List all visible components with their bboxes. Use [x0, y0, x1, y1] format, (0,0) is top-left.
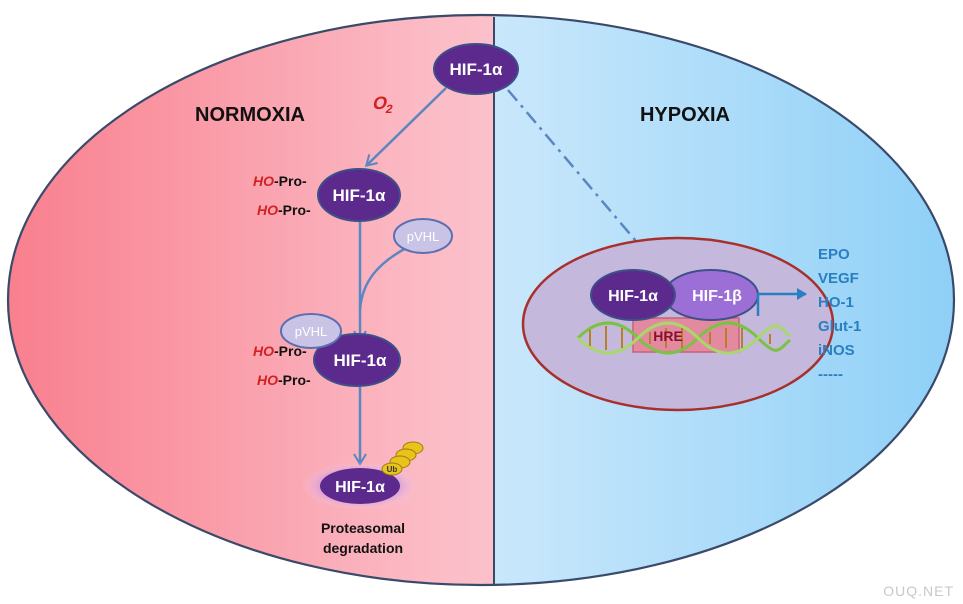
- degradation-caption-2: degradation: [323, 540, 403, 556]
- target-gene-inos: iNOS: [818, 342, 855, 359]
- hif-1a-bound-label: HIF-1α: [334, 351, 388, 370]
- hif-1a-top-label: HIF-1α: [450, 60, 504, 79]
- hif-1a-nuclear-label: HIF-1α: [608, 288, 658, 305]
- dna-helix: [576, 321, 791, 355]
- hif-1b: HIF-1β: [663, 269, 759, 321]
- hre-label: HRE: [653, 328, 683, 344]
- watermark: OUQ.NET: [883, 583, 954, 599]
- hypoxia-title: HYPOXIA: [640, 104, 730, 126]
- hif-1a-degradation: HIF-1α Ub Proteasomal degradation: [302, 441, 424, 556]
- pvhl-bound: [280, 313, 342, 349]
- pvhl-bound-label: pVHL: [295, 324, 328, 339]
- arrow-to-hydroxylation: [364, 87, 447, 168]
- target-gene-more: -----: [818, 366, 843, 383]
- hif-1a-pvhl-complex: pVHL HIF-1α HO-Pro- HO-Pro-: [253, 313, 401, 388]
- hif-1a-hydroxylated: HIF-1α HO-Pro- HO-Pro-: [253, 168, 401, 222]
- transcription-arrow: [756, 288, 807, 316]
- nucleus: HRE HIF-1β HIF-1α: [521, 236, 835, 412]
- ub-label: Ub: [387, 465, 398, 474]
- pvhl-free-label: pVHL: [407, 229, 440, 244]
- target-genes: EPO VEGF HO-1 Glut-1 iNOS -----: [818, 246, 861, 383]
- pvhl-free: pVHL: [393, 218, 453, 254]
- hydroxyproline-3: HO-Pro-: [253, 343, 307, 359]
- hydroxyproline-2: HO-Pro-: [257, 202, 311, 218]
- target-gene-glut1: Glut-1: [818, 318, 861, 335]
- target-gene-epo: EPO: [818, 246, 850, 263]
- cell-membrane: [6, 13, 956, 587]
- normoxia-arrows: [353, 87, 447, 466]
- ubiquitin-chain: Ub: [381, 441, 424, 476]
- normoxia-title: NORMOXIA: [195, 104, 305, 126]
- target-gene-vegf: VEGF: [818, 270, 859, 287]
- target-gene-ho1: HO-1: [818, 294, 854, 311]
- hif-1a-nuclear: HIF-1α: [590, 269, 676, 321]
- hif-1a-top: HIF-1α: [433, 43, 519, 95]
- degradation-caption-1: Proteasomal: [321, 520, 405, 536]
- oxygen-label: O2: [371, 93, 397, 116]
- hif-1a-hydroxylated-label: HIF-1α: [333, 186, 387, 205]
- hif-1a-degraded-label: HIF-1α: [335, 479, 385, 496]
- hypoxia-translocation-arrow: [507, 89, 654, 263]
- hydroxyproline-4: HO-Pro-: [257, 372, 311, 388]
- hydroxyproline-1: HO-Pro-: [253, 173, 307, 189]
- hif-1b-label: HIF-1β: [692, 288, 742, 305]
- pvhl-joining-arrow: [358, 245, 409, 311]
- svg-text:O2: O2: [371, 93, 397, 116]
